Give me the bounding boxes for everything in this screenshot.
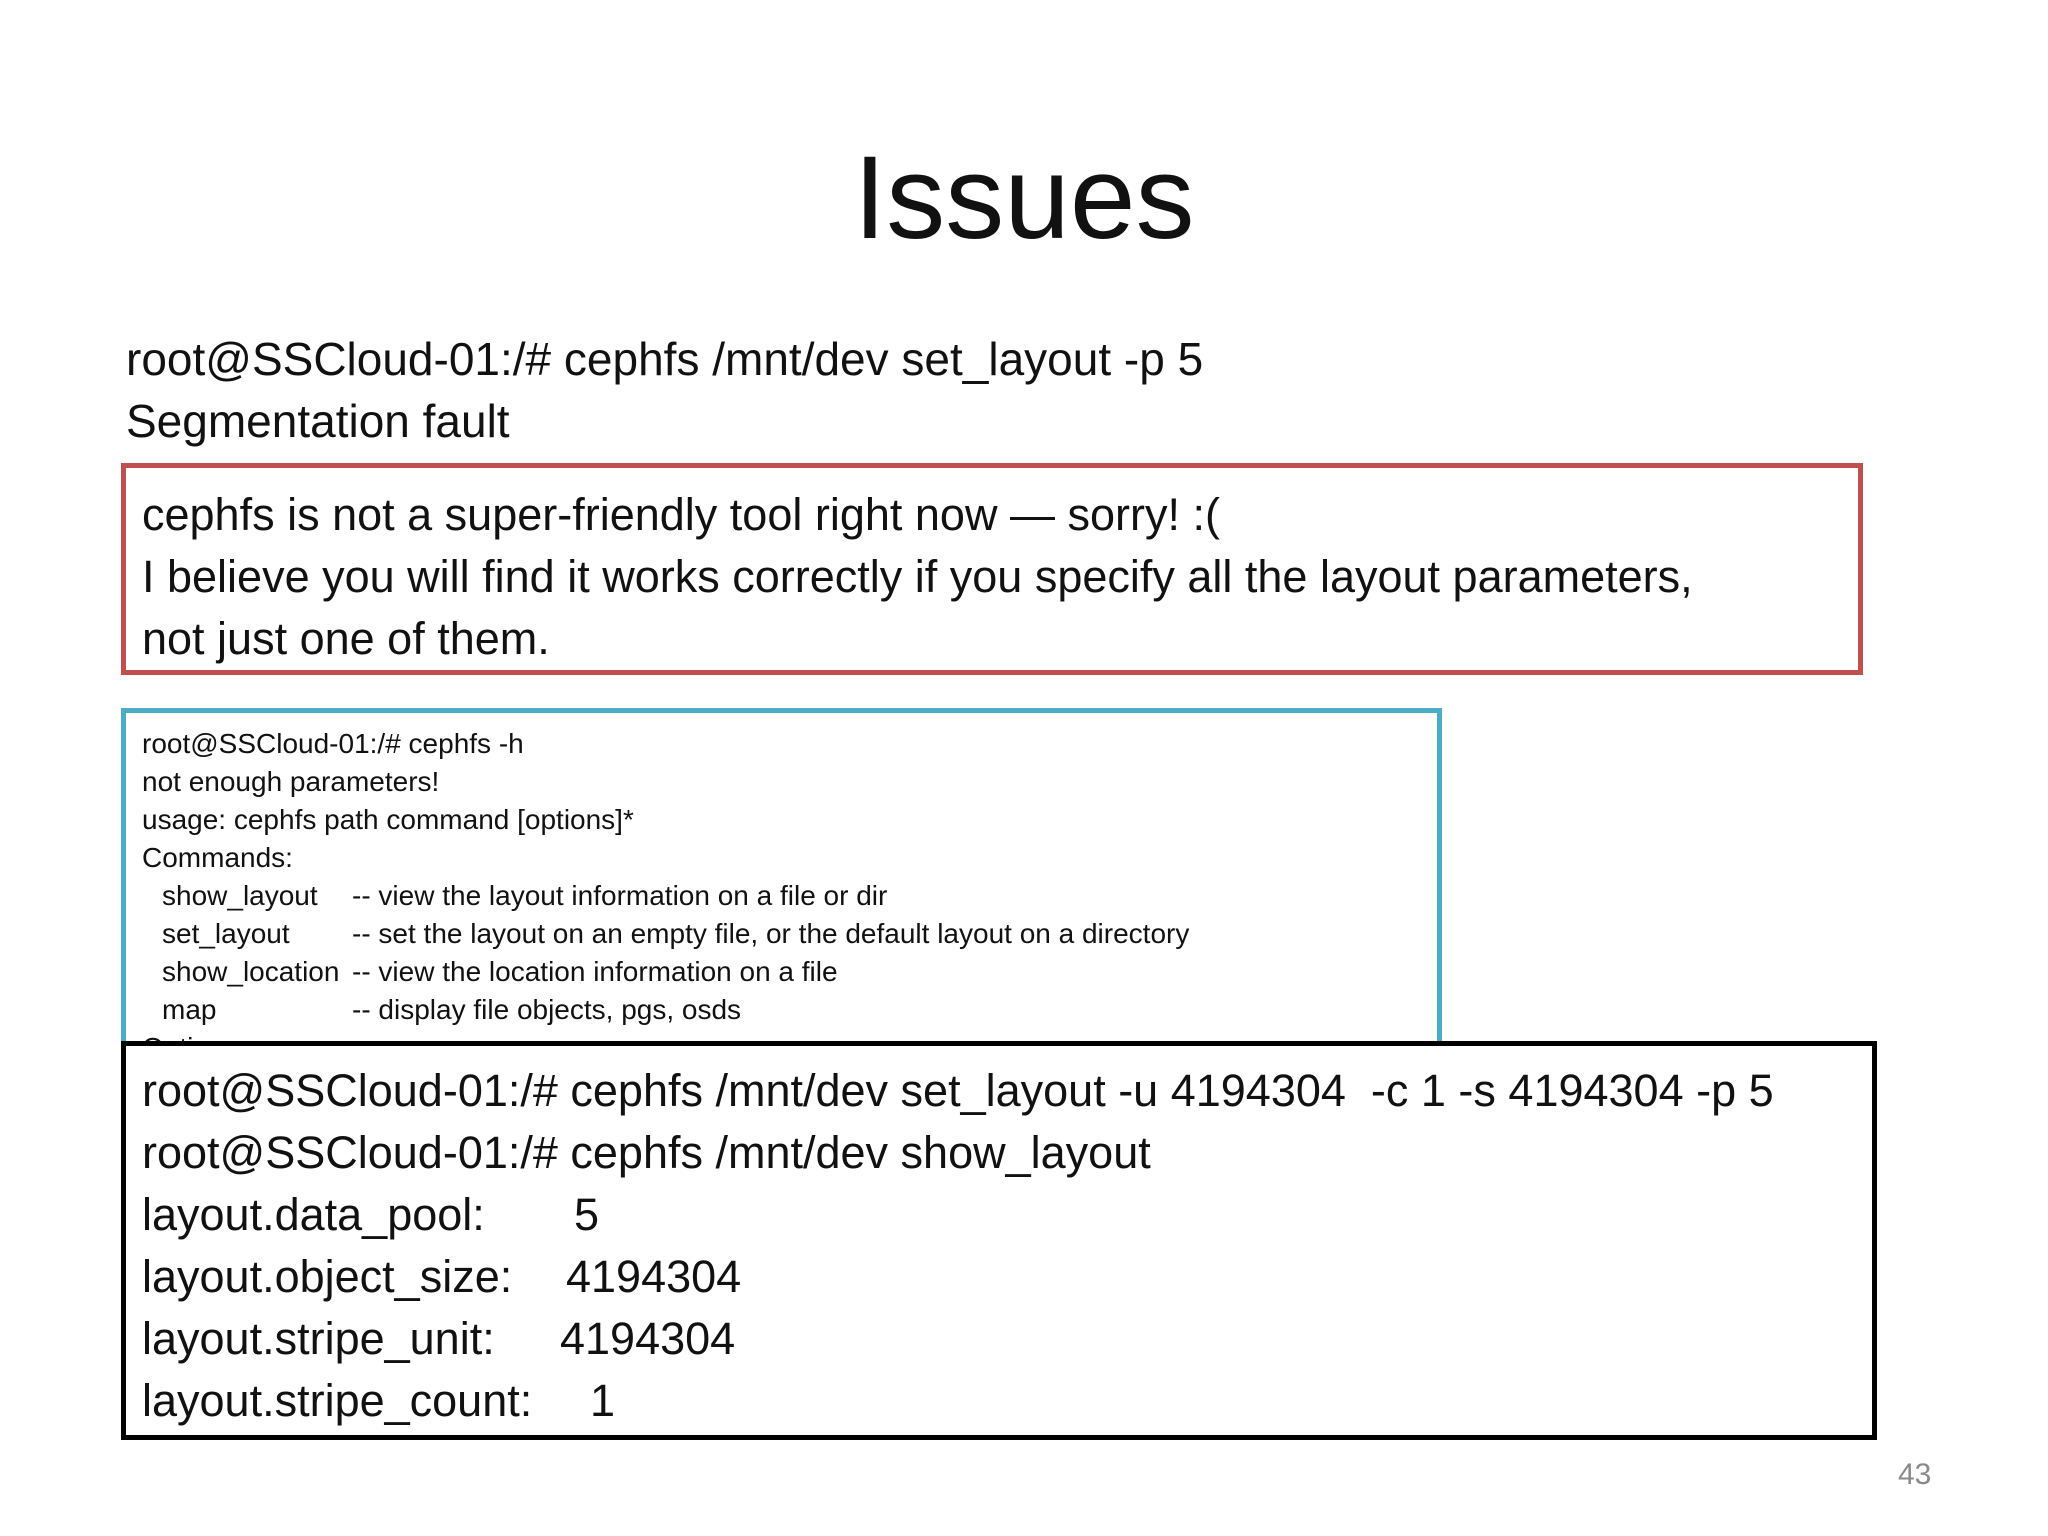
- help-output-box: root@SSCloud-01:/# cephfs -h not enough …: [121, 708, 1442, 1048]
- result-output-box: root@SSCloud-01:/# cephfs /mnt/dev set_l…: [121, 1041, 1877, 1440]
- help-command-name: map: [162, 994, 217, 1025]
- help-command-row: show_layout -- view the layout informati…: [142, 877, 1437, 915]
- help-command-desc: -- display file objects, pgs, osds: [352, 994, 742, 1025]
- layout-field-row: layout.stripe_unit: 4194304: [142, 1308, 1872, 1370]
- help-line: root@SSCloud-01:/# cephfs -h: [142, 728, 524, 759]
- layout-field-key: layout.stripe_unit:: [142, 1313, 495, 1364]
- help-command-desc: -- view the location information on a fi…: [352, 956, 838, 987]
- layout-field-key: layout.object_size:: [142, 1251, 513, 1302]
- layout-field-key: layout.data_pool:: [142, 1189, 485, 1240]
- page-number: 43: [1898, 1458, 1932, 1491]
- help-command-name: show_layout: [162, 880, 318, 911]
- help-command-row: set_layout -- set the layout on an empty…: [142, 915, 1437, 953]
- result-command-line: root@SSCloud-01:/# cephfs /mnt/dev set_l…: [142, 1065, 1774, 1116]
- layout-field-key: layout.stripe_count:: [142, 1375, 533, 1426]
- slide-title: Issues: [853, 132, 1195, 264]
- layout-field-value: 1: [590, 1375, 616, 1426]
- help-command-name: set_layout: [162, 918, 290, 949]
- help-command-name: show_location: [162, 956, 340, 987]
- reply-quote-box: cephfs is not a super-friendly tool righ…: [121, 463, 1863, 675]
- layout-field-row: layout.data_pool: 5: [142, 1184, 1872, 1246]
- help-command-row: map -- display file objects, pgs, osds: [142, 991, 1437, 1029]
- intro-command-line: root@SSCloud-01:/# cephfs /mnt/dev set_l…: [126, 333, 1204, 385]
- reply-line-3: not just one of them.: [142, 613, 550, 664]
- layout-field-value: 4194304: [560, 1313, 736, 1364]
- help-command-desc: -- set the layout on an empty file, or t…: [352, 918, 1190, 949]
- help-line: Commands:: [142, 842, 293, 873]
- intro-terminal-output: root@SSCloud-01:/# cephfs /mnt/dev set_l…: [126, 328, 1203, 452]
- help-command-row: show_location -- view the location infor…: [142, 953, 1437, 991]
- intro-error-line: Segmentation fault: [126, 395, 510, 447]
- help-line: usage: cephfs path command [options]*: [142, 804, 634, 835]
- layout-field-value: 4194304: [566, 1251, 742, 1302]
- help-command-desc: -- view the layout information on a file…: [352, 880, 888, 911]
- help-line: not enough parameters!: [142, 766, 440, 797]
- help-options-line: Options:: [142, 1032, 247, 1048]
- reply-line-1: cephfs is not a super-friendly tool righ…: [142, 489, 1220, 540]
- layout-field-row: layout.object_size: 4194304: [142, 1246, 1872, 1308]
- layout-field-value: 5: [574, 1189, 600, 1240]
- layout-field-row: layout.stripe_count: 1: [142, 1370, 1872, 1432]
- result-command-line: root@SSCloud-01:/# cephfs /mnt/dev show_…: [142, 1127, 1151, 1178]
- reply-line-2: I believe you will find it works correct…: [142, 551, 1693, 602]
